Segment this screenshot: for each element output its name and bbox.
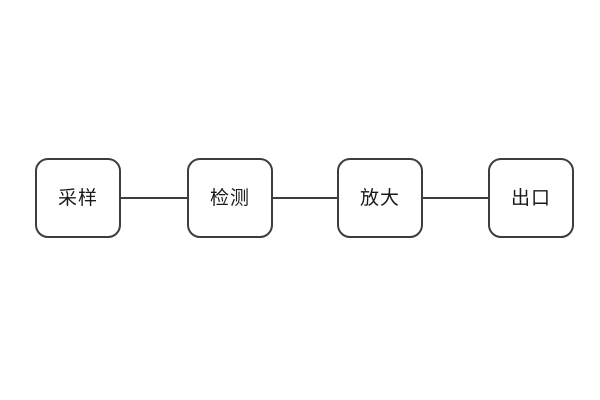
connector-amplification-outlet: [423, 197, 488, 199]
flow-node-outlet: 出口: [488, 158, 574, 238]
flow-node-amplification: 放大: [337, 158, 423, 238]
node-label: 放大: [359, 187, 400, 209]
connector-detection-amplification: [273, 197, 337, 199]
node-label: 检测: [209, 187, 250, 209]
flow-node-detection: 检测: [187, 158, 273, 238]
flow-node-sampling: 采样: [35, 158, 121, 238]
connector-sampling-detection: [121, 197, 187, 199]
node-label: 出口: [510, 187, 551, 209]
node-label: 采样: [57, 187, 98, 209]
